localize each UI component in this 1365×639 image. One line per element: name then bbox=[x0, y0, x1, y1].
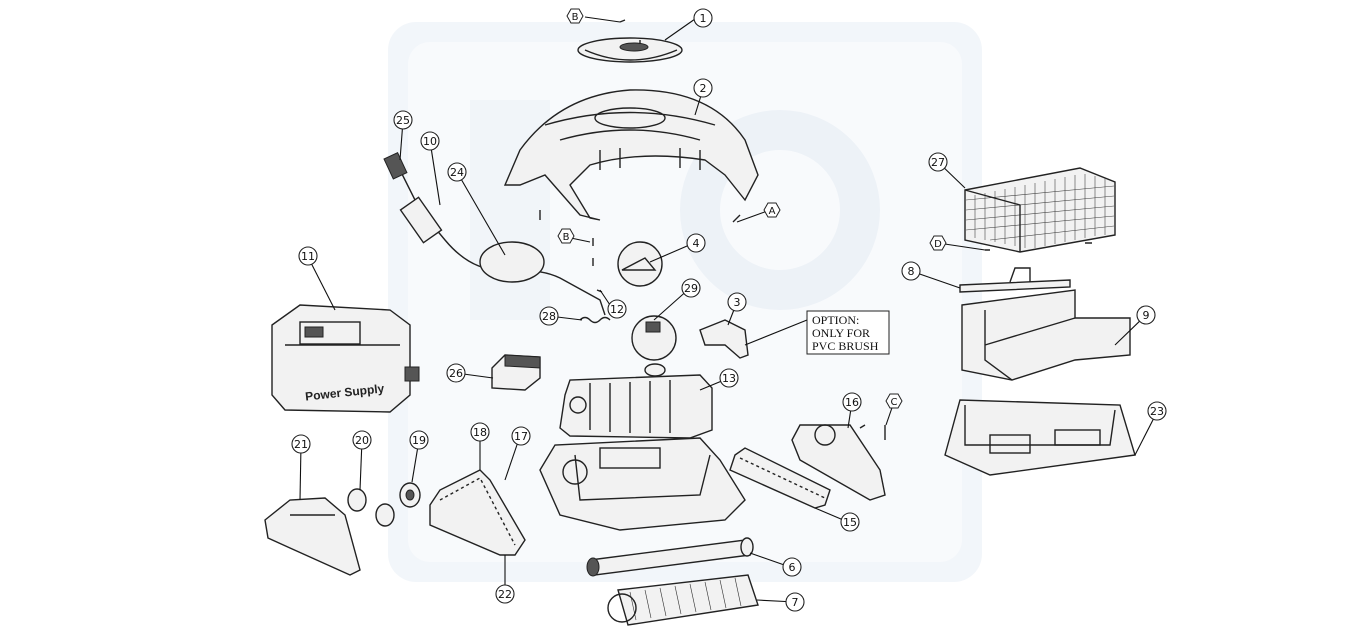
svg-text:19: 19 bbox=[412, 434, 426, 447]
part-16-side-panel-right bbox=[791, 424, 886, 501]
callout-13: 13 bbox=[719, 368, 739, 388]
svg-text:23: 23 bbox=[1150, 405, 1164, 418]
svg-text:A: A bbox=[769, 206, 776, 217]
callout-26: 26 bbox=[446, 363, 466, 383]
callout-11: 11 bbox=[298, 246, 318, 266]
part-1-top-cover bbox=[577, 37, 683, 63]
svg-text:25: 25 bbox=[396, 114, 410, 127]
option-note-box: OPTION: ONLY FOR PVC BRUSH bbox=[806, 310, 890, 355]
callout-15: 15 bbox=[840, 512, 860, 532]
svg-text:4: 4 bbox=[693, 237, 700, 250]
part-27-filter-basket bbox=[964, 167, 1116, 253]
callout-7: 7 bbox=[785, 592, 805, 612]
svg-text:B: B bbox=[563, 232, 570, 243]
svg-text:C: C bbox=[891, 397, 898, 408]
part-6-roller bbox=[586, 537, 754, 577]
svg-text:26: 26 bbox=[449, 367, 463, 380]
callout-10: 10 bbox=[420, 131, 440, 151]
part-2-body-hood bbox=[503, 89, 759, 221]
svg-text:2: 2 bbox=[700, 82, 707, 95]
callout-29: 29 bbox=[681, 278, 701, 298]
svg-text:8: 8 bbox=[908, 265, 915, 278]
svg-text:13: 13 bbox=[722, 372, 736, 385]
svg-text:3: 3 bbox=[734, 296, 741, 309]
svg-text:15: 15 bbox=[843, 516, 857, 529]
svg-text:9: 9 bbox=[1143, 309, 1150, 322]
svg-text:29: 29 bbox=[684, 282, 698, 295]
callout-8: 8 bbox=[901, 261, 921, 281]
callout-2: 2 bbox=[693, 78, 713, 98]
option-note-line-2: ONLY FOR bbox=[812, 326, 870, 340]
svg-text:18: 18 bbox=[473, 426, 487, 439]
callout-25: 25 bbox=[393, 110, 413, 130]
svg-text:16: 16 bbox=[845, 396, 859, 409]
svg-text:B: B bbox=[572, 12, 579, 23]
option-note-line-3: PVC BRUSH bbox=[812, 339, 879, 353]
svg-text:7: 7 bbox=[792, 596, 799, 609]
svg-text:24: 24 bbox=[450, 166, 464, 179]
callout-4: 4 bbox=[686, 233, 706, 253]
part-26-cap bbox=[491, 354, 541, 391]
part-13-motor-unit bbox=[559, 363, 713, 439]
hardware-label-d: D bbox=[929, 235, 947, 251]
svg-text:1: 1 bbox=[700, 12, 707, 25]
callout-17: 17 bbox=[511, 426, 531, 446]
part-21-side-panel-left bbox=[264, 497, 361, 576]
svg-text:21: 21 bbox=[294, 438, 308, 451]
callout-16: 16 bbox=[842, 392, 862, 412]
svg-text:D: D bbox=[934, 239, 942, 250]
chassis-frame bbox=[539, 437, 746, 531]
callout-18: 18 bbox=[470, 422, 490, 442]
part-15-track-right bbox=[729, 447, 831, 509]
svg-text:17: 17 bbox=[514, 430, 528, 443]
part-8-handle bbox=[959, 267, 1071, 293]
hardware-label-c: C bbox=[885, 393, 903, 409]
svg-text:28: 28 bbox=[542, 310, 556, 323]
callout-19: 19 bbox=[409, 430, 429, 450]
callout-9: 9 bbox=[1136, 305, 1156, 325]
part-4-swivel bbox=[617, 241, 663, 287]
callout-6: 6 bbox=[782, 557, 802, 577]
callout-21: 21 bbox=[291, 434, 311, 454]
hardware-label-a: A bbox=[763, 202, 781, 218]
part-18-track-left bbox=[429, 469, 526, 556]
callout-24: 24 bbox=[447, 162, 467, 182]
callout-3: 3 bbox=[727, 292, 747, 312]
part-7-brush bbox=[607, 574, 759, 626]
part-9-filter-frame bbox=[961, 289, 1131, 381]
hardware-label-b-top: B bbox=[566, 8, 584, 24]
callout-20: 20 bbox=[352, 430, 372, 450]
part-19-20-wheels bbox=[347, 482, 421, 527]
callout-28: 28 bbox=[539, 306, 559, 326]
part-23-bottom-tray bbox=[944, 399, 1136, 476]
svg-text:22: 22 bbox=[498, 588, 512, 601]
part-3-bracket bbox=[699, 319, 749, 359]
callout-27: 27 bbox=[928, 152, 948, 172]
svg-text:6: 6 bbox=[789, 561, 796, 574]
hardware-label-b-mid: B bbox=[557, 228, 575, 244]
svg-text:12: 12 bbox=[610, 303, 624, 316]
option-note-line-1: OPTION: bbox=[812, 313, 859, 327]
svg-text:11: 11 bbox=[301, 250, 315, 263]
screws bbox=[539, 19, 1092, 440]
svg-text:27: 27 bbox=[931, 156, 945, 169]
svg-text:10: 10 bbox=[423, 135, 437, 148]
part-10-25-24-cable-assembly bbox=[383, 151, 606, 316]
callout-12: 12 bbox=[607, 299, 627, 319]
part-28-29-spring-connector bbox=[579, 315, 677, 361]
svg-text:20: 20 bbox=[355, 434, 369, 447]
callout-23: 23 bbox=[1147, 401, 1167, 421]
part-11-power-supply: Power Supply bbox=[271, 304, 420, 413]
callout-1: 1 bbox=[693, 8, 713, 28]
callout-22: 22 bbox=[495, 584, 515, 604]
